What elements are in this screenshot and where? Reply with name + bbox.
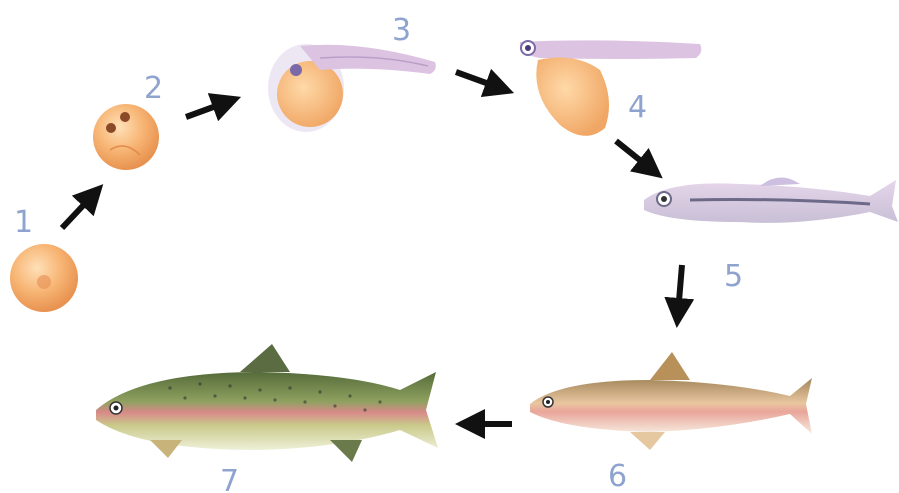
fry-icon xyxy=(644,177,898,222)
alevin-yolk-sac-icon xyxy=(520,40,702,135)
stage-label-6: 6 xyxy=(608,459,627,493)
stage-label-5: 5 xyxy=(724,259,743,294)
arrow-4-to-5 xyxy=(616,141,651,169)
stage-label-3: 3 xyxy=(392,13,411,48)
hatching-alevin-icon xyxy=(268,44,436,132)
stage-label-2: 2 xyxy=(144,71,163,106)
stage-label-1: 1 xyxy=(14,205,33,240)
arrow-2-to-3 xyxy=(186,102,227,117)
stage-label-4: 4 xyxy=(628,90,647,125)
arrow-1-to-2 xyxy=(62,195,93,228)
arrow-3-to-4 xyxy=(456,72,500,88)
juvenile-trout-icon xyxy=(530,352,812,450)
eyed-egg-icon xyxy=(93,104,159,170)
stage-label-7: 7 xyxy=(220,464,239,493)
egg-icon xyxy=(10,244,78,312)
arrow-5-to-6 xyxy=(678,265,682,313)
adult-trout-icon xyxy=(96,344,438,462)
